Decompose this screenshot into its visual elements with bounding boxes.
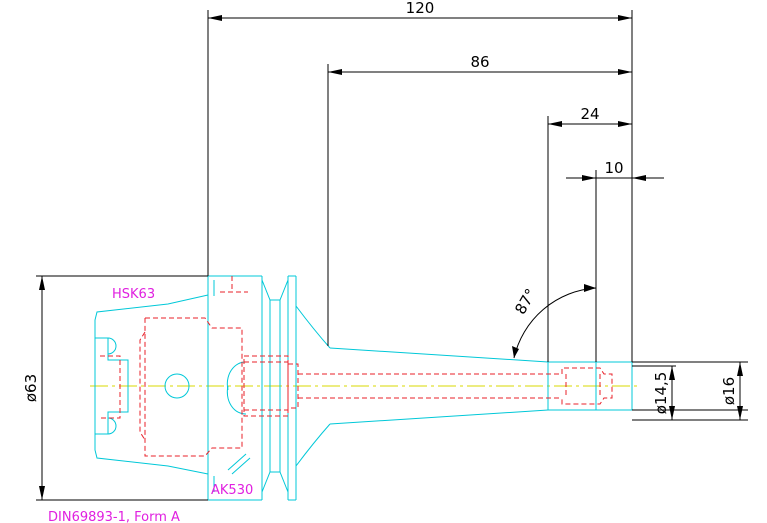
label-ak530: AK530 <box>211 483 253 498</box>
dimension-angle-87: 87° <box>511 285 540 317</box>
dimension-24: 24 <box>580 105 599 123</box>
dimension-lines <box>36 10 748 501</box>
dimension-120: 120 <box>406 0 435 17</box>
dimension-10: 10 <box>604 159 623 177</box>
hidden-lines <box>100 276 613 457</box>
tool-holder-outline <box>94 275 633 501</box>
label-hsk63: HSK63 <box>112 287 155 302</box>
dimension-diameter-63: ø63 <box>22 374 40 402</box>
dimension-86: 86 <box>470 53 489 71</box>
dimension-arrows <box>39 15 743 500</box>
label-standard: DIN69893-1, Form A <box>48 510 180 523</box>
dimension-diameter-14-5: ø14,5 <box>652 372 670 415</box>
dimension-diameter-16: ø16 <box>720 377 738 405</box>
